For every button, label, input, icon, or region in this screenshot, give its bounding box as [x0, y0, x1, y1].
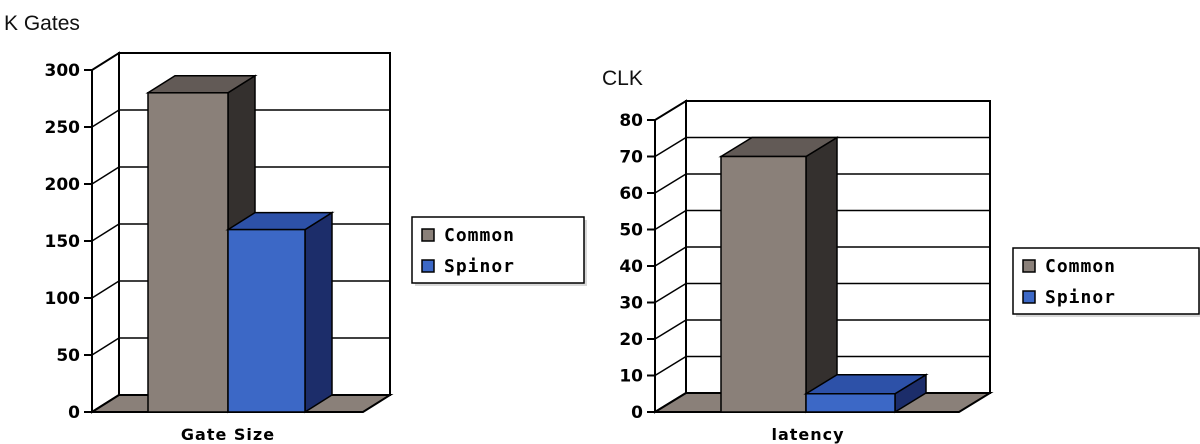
y-tick-label: 100: [45, 289, 81, 309]
gridline-left: [91, 223, 120, 242]
legend-swatch: [1022, 259, 1036, 273]
y-tick-label: 80: [619, 111, 643, 131]
legend-box: [1012, 247, 1200, 315]
gridline-left: [654, 136, 687, 158]
x-category-labels: Gate Size: [181, 425, 275, 444]
chart-latency: CLK 0 10 20 30 40 50 60 70 80 latency CommonSpin…: [602, 67, 1200, 444]
y-tick-labels: 0 50 100 150 200 250 300: [45, 61, 81, 423]
gridline-left: [654, 173, 687, 194]
chart-gate-size: K Gates 0 50 100 150 200 250 300 Gate Size Com…: [4, 12, 587, 444]
y-axis-label: CLK: [602, 67, 643, 90]
bar-common: [718, 136, 840, 414]
x-category-label: Gate Size: [181, 425, 275, 444]
y-tick-label: 0: [631, 403, 643, 423]
y-tick-label: 150: [45, 232, 81, 252]
y-axis-label: K Gates: [4, 12, 80, 35]
gridline-left: [91, 109, 120, 128]
legend-label: Spinor: [1045, 287, 1116, 308]
bar-spinor: [225, 211, 335, 414]
legend-label: Common: [444, 225, 515, 246]
y-tick-label: 60: [619, 184, 643, 204]
bars: [145, 74, 335, 414]
y-tick-labels: 0 10 20 30 40 50 60 70 80: [619, 111, 643, 423]
gridline-left: [654, 246, 687, 267]
y-tick-label: 200: [45, 175, 81, 195]
y-tick-label: 40: [619, 257, 643, 277]
bar-front: [147, 92, 229, 413]
x-category-labels: latency: [771, 425, 844, 444]
legend-swatch: [421, 259, 435, 273]
gridline-left: [654, 355, 687, 377]
legend-swatch: [1022, 290, 1036, 304]
bar-side: [304, 211, 333, 414]
y-tick-label: 50: [619, 221, 643, 241]
bars: [718, 136, 929, 414]
legend-swatch: [421, 228, 435, 242]
gridline-left: [91, 166, 120, 185]
bar-spinor: [803, 373, 929, 414]
bar-front: [227, 228, 306, 413]
legend-label: Spinor: [444, 256, 515, 277]
gridline-left: [654, 319, 687, 340]
y-tick-label: 50: [56, 346, 80, 366]
gridline-left: [654, 282, 687, 304]
bar-side: [805, 136, 838, 414]
y-tick-label: 70: [619, 148, 643, 168]
gridline-left: [91, 337, 120, 356]
bar-front: [805, 393, 896, 413]
y-tick-label: 20: [619, 330, 643, 350]
y-tick-label: 0: [68, 403, 80, 423]
y-tick-label: 30: [619, 294, 643, 314]
gridline-left: [91, 52, 120, 71]
y-tick-label: 250: [45, 118, 81, 138]
y-tick-label: 300: [45, 61, 81, 81]
x-category-label: latency: [771, 425, 844, 444]
gridline-left: [654, 100, 687, 121]
y-tick-label: 10: [619, 367, 643, 387]
gridline-left: [654, 209, 687, 231]
legend-label: Common: [1045, 256, 1116, 277]
bar-front: [720, 155, 807, 413]
legend-box: [411, 216, 585, 284]
gridline-left: [91, 280, 120, 299]
